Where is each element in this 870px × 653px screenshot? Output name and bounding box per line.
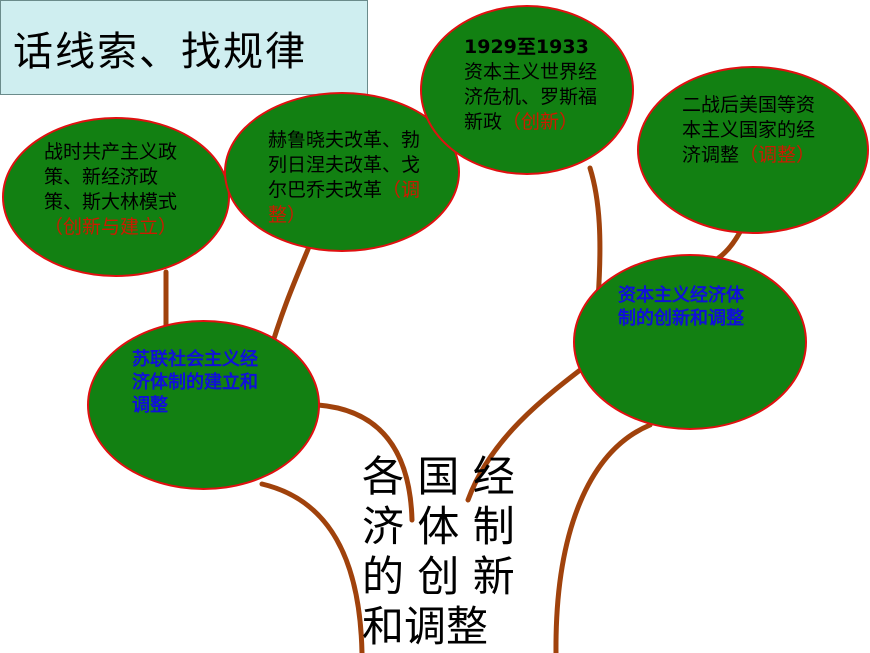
trunk-left-outer bbox=[259, 481, 365, 653]
trunk-caption-line-1: 各 国 经 bbox=[362, 452, 515, 501]
leaf-wartime-communism-text: 战时共产主义政策、新经济政策、斯大林模式 （创新与建立） bbox=[44, 140, 184, 240]
hub-soviet-economy-text: 苏联社会主义经济体制的建立和调整 bbox=[132, 349, 258, 416]
trunk-caption: 各 国 经 济 体 制 的 创 新 和调整 bbox=[362, 452, 562, 652]
leaf-wartime-communism bbox=[2, 117, 230, 277]
leaf-note: （调整） bbox=[268, 179, 421, 226]
branch-right-leaf1 bbox=[587, 165, 603, 303]
leaf-text: 二战后美国等资本主义国家的经济调整 bbox=[682, 94, 816, 166]
trunk-caption-line-3: 的 创 新 bbox=[362, 552, 515, 601]
hub-soviet-economy bbox=[87, 320, 320, 490]
hub-capitalist-economy-text: 资本主义经济体制的创新和调整 bbox=[618, 285, 744, 329]
leaf-soviet-reforms-text: 赫鲁晓夫改革、勃列日涅夫改革、戈尔巴乔夫改革（调整） bbox=[268, 128, 424, 228]
hub-capitalist-economy bbox=[573, 254, 807, 430]
leaf-great-depression-text: 1929至1933 资本主义世界经济危机、罗斯福新政（创新） bbox=[464, 35, 604, 135]
trunk-caption-line-2: 济 体 制 bbox=[362, 502, 515, 551]
page-title: 话线索、找规律 bbox=[13, 28, 307, 75]
year-end: 1933 bbox=[535, 36, 589, 58]
leaf-postwar-adjustment-text: 二战后美国等资本主义国家的经济调整（调整） bbox=[682, 93, 822, 168]
year-start: 1929 bbox=[464, 36, 517, 58]
trunk-left-inner bbox=[315, 402, 415, 523]
leaf-postwar-adjustment bbox=[637, 66, 869, 234]
leaf-note: （创新与建立） bbox=[44, 216, 178, 238]
leaf-text: 战时共产主义政策、新经济政策、斯大林模式 bbox=[44, 141, 178, 213]
leaf-soviet-reforms bbox=[224, 92, 460, 252]
trunk-right-outer bbox=[553, 422, 653, 653]
leaf-note: （调整） bbox=[739, 144, 816, 166]
year-to: 至 bbox=[516, 36, 536, 58]
trunk-caption-line-4: 和调整 bbox=[362, 602, 489, 651]
title-box: 话线索、找规律 bbox=[0, 0, 368, 95]
leaf-note: （创新） bbox=[502, 111, 579, 133]
leaf-great-depression bbox=[420, 5, 634, 175]
leaf-text: 资本主义世界经济危机、罗斯福新政 bbox=[464, 61, 598, 133]
trunk-right-inner bbox=[465, 355, 599, 503]
leaf-text: 赫鲁晓夫改革、勃列日涅夫改革、戈尔巴乔夫改革 bbox=[268, 129, 421, 201]
